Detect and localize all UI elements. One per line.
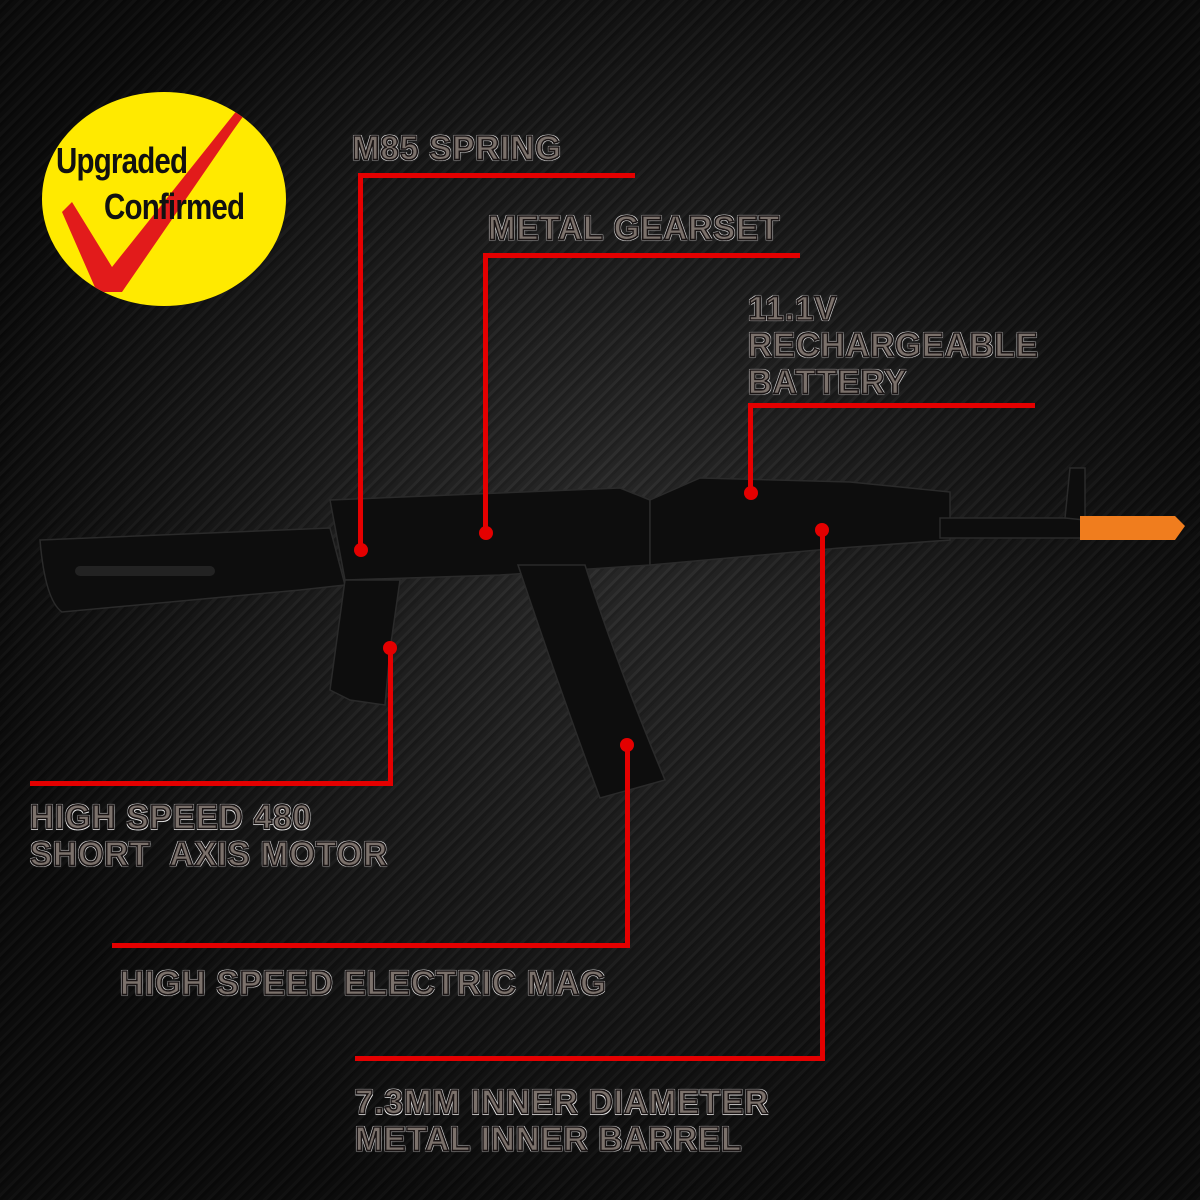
label-battery: 11.1VRechargeableBattery bbox=[747, 288, 1039, 401]
callout-line bbox=[483, 253, 488, 533]
callout-line bbox=[30, 781, 393, 786]
badge-line-2: Confirmed bbox=[104, 186, 245, 227]
battery-line-3: Battery bbox=[747, 361, 908, 401]
motor-line-2: Short Axis Motor bbox=[29, 833, 389, 873]
battery-line-2: Rechargeable bbox=[747, 325, 1039, 364]
callout-line bbox=[820, 530, 825, 1060]
battery-line-1: 11.1V bbox=[747, 288, 838, 328]
orange-tip bbox=[1080, 516, 1185, 540]
red-check-icon bbox=[62, 97, 257, 292]
motor-line-1: High Speed 480 bbox=[29, 797, 312, 837]
rifle-magazine bbox=[516, 564, 667, 799]
callout-dot bbox=[354, 543, 368, 557]
rifle-barrel bbox=[939, 517, 1086, 539]
label-inner-barrel: 7.3mm Inner DiameterMetal Inner Barrel bbox=[354, 1082, 770, 1158]
callout-line bbox=[483, 253, 800, 258]
badge-line-1: Upgraded bbox=[56, 140, 188, 181]
callout-dot bbox=[744, 486, 758, 500]
callout-line bbox=[388, 648, 393, 785]
barrel-line-2: Metal Inner Barrel bbox=[354, 1118, 743, 1158]
rifle-grip bbox=[329, 579, 401, 706]
callout-line bbox=[358, 173, 635, 178]
callout-line bbox=[112, 943, 630, 948]
callout-line bbox=[358, 173, 363, 550]
rifle-handguard bbox=[649, 477, 951, 566]
label-metal-gearset: Metal Gearset bbox=[487, 208, 781, 247]
callout-line bbox=[625, 745, 630, 947]
callout-line bbox=[355, 1056, 825, 1061]
label-m85-spring: M85 Spring bbox=[351, 128, 562, 167]
label-motor: High Speed 480Short Axis Motor bbox=[29, 797, 389, 873]
upgraded-confirmed-badge: Upgraded Confirmed bbox=[42, 92, 286, 306]
callout-line bbox=[748, 403, 1035, 408]
callout-dot bbox=[479, 526, 493, 540]
callout-line bbox=[748, 403, 753, 493]
barrel-line-1: 7.3mm Inner Diameter bbox=[354, 1082, 770, 1122]
label-electric-mag: High Speed Electric Mag bbox=[119, 963, 607, 1002]
